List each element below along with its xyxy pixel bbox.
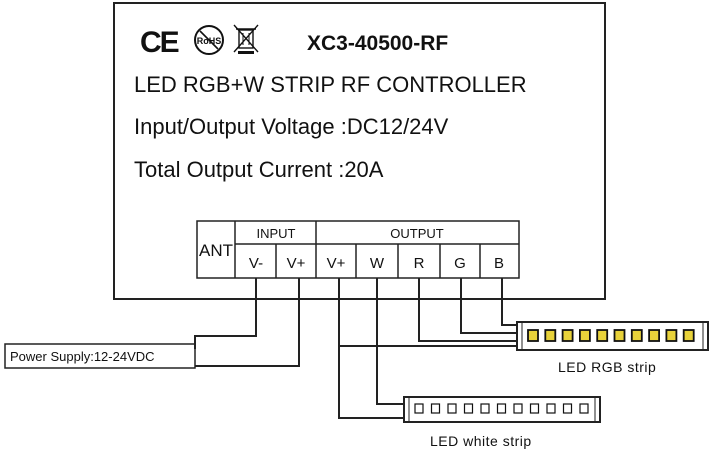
rgb-strip-leds <box>527 329 695 342</box>
power-supply-label: Power Supply:12-24VDC <box>10 349 155 364</box>
terminal-output-r: R <box>414 255 425 272</box>
white-led-chip <box>513 403 523 414</box>
white-strip <box>403 396 601 423</box>
terminal-block <box>196 220 520 279</box>
wires <box>194 278 519 419</box>
current-spec: Total Output Current :20A <box>134 157 384 182</box>
terminal-output-w: W <box>370 255 385 272</box>
rgb-strip-label: LED RGB strip <box>558 359 656 375</box>
white-led-chip <box>447 403 457 414</box>
power-supply-box <box>4 343 196 369</box>
rgb-led-chip <box>648 329 660 342</box>
white-led-chip <box>529 403 540 414</box>
certification-marks: CE RoHS <box>140 24 259 59</box>
crossed-out-bin-icon <box>233 24 259 54</box>
white-led-chip <box>546 403 556 414</box>
rgb-led-chip <box>630 329 643 342</box>
terminal-input-v-plus: V+ <box>287 255 306 272</box>
terminal-output-b: B <box>494 255 504 272</box>
rgb-led-chip <box>665 329 678 342</box>
white-led-chip <box>480 403 490 414</box>
rgb-strip <box>516 321 709 351</box>
rgb-led-chip <box>544 329 557 342</box>
white-led-chip <box>496 403 507 414</box>
terminal-output-v-plus: V+ <box>327 255 346 272</box>
ant-label: ANT <box>199 241 233 260</box>
output-header: OUTPUT <box>390 226 444 241</box>
rgb-led-chip <box>613 329 626 342</box>
rgb-led-chip <box>682 329 695 342</box>
white-led-chip <box>463 403 474 414</box>
rohs-mark: RoHS <box>194 25 224 55</box>
white-strip-label: LED white strip <box>430 433 532 449</box>
controller-description: LED RGB+W STRIP RF CONTROLLER <box>134 72 527 97</box>
rgb-led-chip <box>561 329 574 342</box>
terminal-output-g: G <box>454 255 466 272</box>
white-led-chip <box>430 403 441 414</box>
white-strip-leds <box>414 403 589 414</box>
ce-mark: CE <box>140 26 179 59</box>
terminal-input-v-minus: V- <box>249 255 263 272</box>
white-led-chip <box>579 403 589 414</box>
rgb-led-chip <box>596 329 609 342</box>
rgb-led-chip <box>527 329 539 342</box>
input-header: INPUT <box>257 226 296 241</box>
model-number: XC3-40500-RF <box>307 32 448 55</box>
white-led-chip <box>414 403 424 414</box>
voltage-spec: Input/Output Voltage :DC12/24V <box>134 114 449 139</box>
white-led-chip <box>562 403 573 414</box>
rgb-led-chip <box>579 329 591 342</box>
